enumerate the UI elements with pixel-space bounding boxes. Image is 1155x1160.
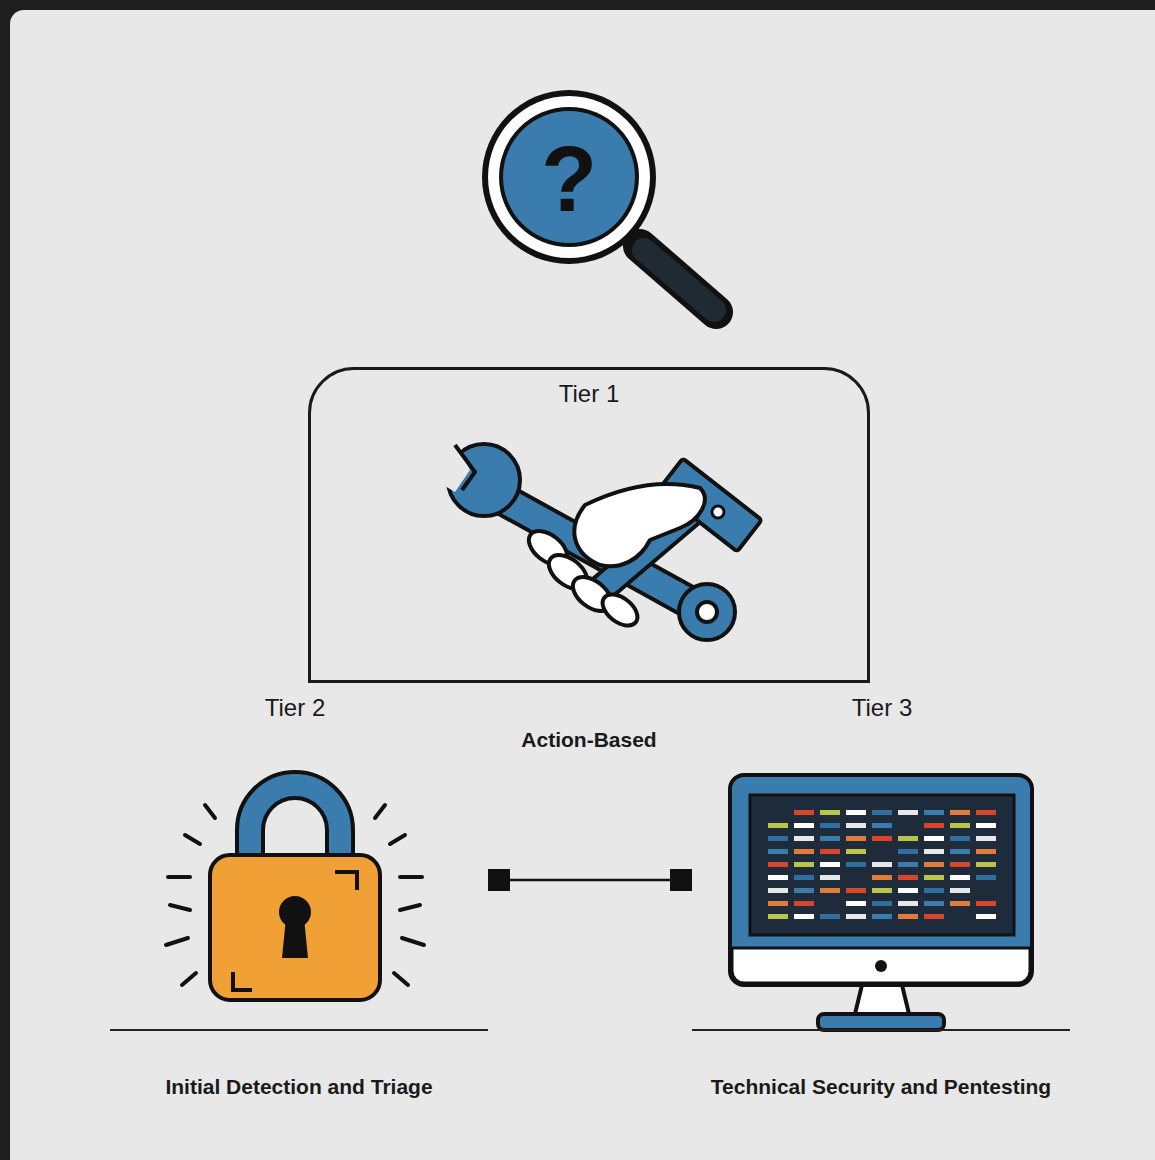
screen-dash (872, 875, 892, 880)
screen-dash (820, 875, 840, 880)
screen-dash (768, 888, 788, 893)
screen-dash (846, 836, 866, 841)
monitor-icon (730, 775, 1032, 1030)
tier-box: Tier 1 (308, 367, 870, 683)
screen-dash (950, 849, 970, 854)
baseline (110, 1029, 488, 1031)
screen-dash (768, 875, 788, 880)
magnifier-icon (482, 90, 716, 312)
screen-dash (976, 836, 996, 841)
screen-dash (820, 836, 840, 841)
screen-dash (898, 901, 918, 906)
node-label: Tier 1 (559, 380, 619, 408)
screen-dash (976, 875, 996, 880)
connector-line (488, 879, 692, 882)
screen-dash (898, 862, 918, 867)
screen-dash (820, 810, 840, 815)
tier-item: Technical Security and Pentesting (692, 775, 1070, 1110)
tier-item: Initial Detection and Triage (110, 775, 488, 1110)
screen-dash (794, 914, 814, 919)
screen-dash (794, 849, 814, 854)
screen-dash (898, 888, 918, 893)
screen-dash (950, 823, 970, 828)
node-label: Technical Security and Pentesting (711, 1075, 1051, 1099)
node-label: Initial Detection and Triage (165, 1075, 432, 1099)
screen-dash (846, 862, 866, 867)
screen-dash (924, 849, 944, 854)
screen-dash (820, 823, 840, 828)
screen-dash (846, 849, 866, 854)
screen-dash (872, 823, 892, 828)
screen-dash (976, 901, 996, 906)
screen-dash (976, 862, 996, 867)
screen-dash (924, 862, 944, 867)
connector-end-cap (670, 869, 692, 891)
screen-dash (976, 849, 996, 854)
screen-dash (768, 914, 788, 919)
screen-dash (898, 849, 918, 854)
screen-dash (950, 888, 970, 893)
screen-dash (924, 810, 944, 815)
screen-dash (794, 862, 814, 867)
screen-dash (950, 875, 970, 880)
tools-icon (418, 430, 762, 640)
screen-dash (872, 914, 892, 919)
screen-dash (794, 823, 814, 828)
screen-dash (924, 875, 944, 880)
screen-dash (950, 810, 970, 815)
screen-dash (846, 914, 866, 919)
screen-dash (794, 901, 814, 906)
screen-dash (820, 914, 840, 919)
screen-dash (768, 849, 788, 854)
screen-dash (976, 810, 996, 815)
screen-dash (820, 862, 840, 867)
screen-dash (950, 901, 970, 906)
screen-dash (794, 875, 814, 880)
screen-dash (872, 888, 892, 893)
connector-end-cap (488, 869, 510, 891)
screen-dash (794, 888, 814, 893)
screen-dash (846, 810, 866, 815)
category-label: Action-Based (521, 728, 656, 752)
screen-dash (820, 888, 840, 893)
screen-dash (768, 901, 788, 906)
screen-dash (872, 901, 892, 906)
screen-dash (924, 888, 944, 893)
screen-dash (924, 901, 944, 906)
screen-dash (898, 836, 918, 841)
baseline (692, 1029, 1070, 1031)
screen-dash (768, 862, 788, 867)
screen-dash (872, 810, 892, 815)
screen-dash (846, 823, 866, 828)
tier-label: Tier 3 (852, 694, 912, 722)
screen-dash (976, 823, 996, 828)
screen-dash (872, 836, 892, 841)
screen-dash (924, 836, 944, 841)
screen-dash (924, 823, 944, 828)
lock-icon (166, 785, 424, 1000)
screen-dash (950, 836, 970, 841)
screen-dash (768, 823, 788, 828)
screen-dash (924, 914, 944, 919)
screen-dash (950, 862, 970, 867)
screen-dash (794, 836, 814, 841)
screen-dash (846, 901, 866, 906)
screen-dash (846, 888, 866, 893)
screen-dash (898, 875, 918, 880)
screen-dash (898, 914, 918, 919)
tier-label: Tier 2 (265, 694, 325, 722)
screen-dash (898, 810, 918, 815)
screen-dash (820, 849, 840, 854)
question-mark: ? (541, 127, 597, 232)
screen-dash (794, 810, 814, 815)
screen-dash (768, 836, 788, 841)
screen-dash (976, 914, 996, 919)
connector (488, 869, 692, 891)
screen-dash (872, 862, 892, 867)
